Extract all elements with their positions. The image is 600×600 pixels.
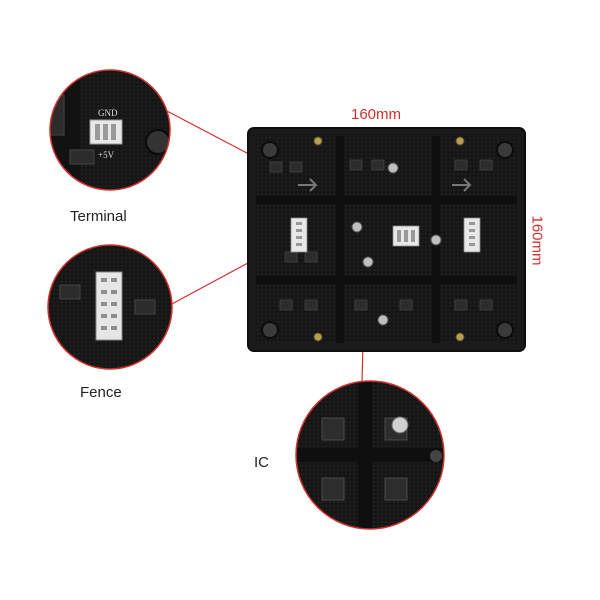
gnd-marking: GND (98, 108, 118, 118)
terminal-label: Terminal (70, 208, 127, 225)
output-header (463, 217, 481, 253)
fence-label: Fence (80, 384, 122, 401)
input-header (290, 217, 308, 253)
ic-zoom (295, 380, 445, 530)
width-dimension-label: 160mm (351, 106, 402, 123)
fence-zoom (47, 244, 173, 370)
led-module-board (247, 127, 526, 352)
ic-label: IC (254, 454, 269, 471)
height-dimension-label: 160mm (528, 215, 546, 266)
v5-marking: +5V (98, 150, 115, 160)
terminal-zoom (49, 69, 171, 191)
